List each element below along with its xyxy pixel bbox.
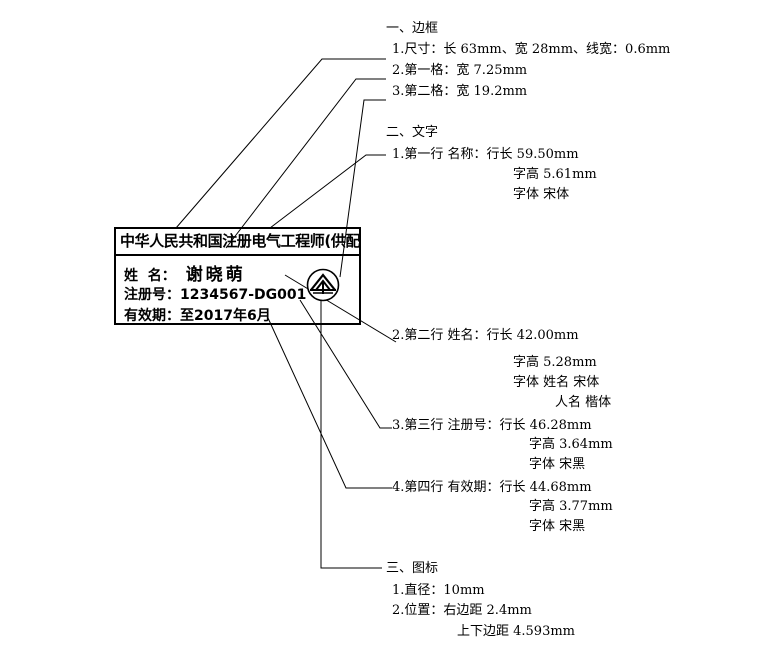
valid-value: 至2017年6月 — [180, 308, 271, 324]
reg-label: 注册号： — [124, 287, 180, 303]
section2-heading: 二、文字 — [386, 125, 439, 140]
s2-row1-font: 字体 宋体 — [513, 187, 570, 202]
s1-item3: 3.第二格：宽 19.2mm — [392, 84, 528, 99]
s2-row2-font: 字体 姓名 宋体 — [513, 375, 600, 390]
leader-row3 — [299, 299, 392, 429]
s3-item1: 1.直径：10mm — [392, 583, 485, 598]
leader-border-size — [175, 58, 386, 229]
stamp-valid-row: 有效期：至2017年6月 — [124, 305, 271, 325]
leader-first-cell — [225, 78, 386, 249]
s1-item2: 2.第一格：宽 7.25mm — [392, 63, 528, 78]
reg-value: 1234567-DG001 — [180, 287, 307, 303]
name-label: 姓 名： — [124, 268, 176, 284]
s2-row4-height: 字高 3.77mm — [529, 499, 613, 514]
s2-row3-height: 字高 3.64mm — [529, 437, 613, 452]
name-value: 谢晓萌 — [185, 265, 246, 285]
s2-row3-label: 3.第三行 注册号：行长 46.28mm — [392, 418, 592, 433]
section1-heading: 一、边框 — [386, 21, 439, 36]
s3-item3: 上下边距 4.593mm — [457, 624, 576, 639]
s2-row1-height: 字高 5.61mm — [513, 167, 597, 182]
registration-stamp: 中华人民共和国注册电气工程师(供配电) 姓 名： 谢晓萌 注册号：1234567-… — [114, 227, 361, 325]
s2-row1-label: 1.第一行 名称：行长 59.50mm — [392, 147, 579, 162]
leader-logo — [320, 299, 382, 569]
s2-row2-label: 2.第二行 姓名：行长 42.00mm — [392, 328, 579, 343]
s2-row3-font: 字体 宋黑 — [529, 457, 586, 472]
leader-second-cell — [339, 99, 386, 278]
leader-row4 — [267, 317, 392, 489]
stamp-name-row: 姓 名： 谢晓萌 — [124, 260, 246, 285]
section3-heading: 三、图标 — [386, 561, 439, 576]
s1-item1: 1.尺寸：长 63mm、宽 28mm、线宽：0.6mm — [392, 42, 671, 57]
s2-row2-height: 字高 5.28mm — [513, 355, 597, 370]
stamp-reg-row: 注册号：1234567-DG001 — [124, 284, 306, 304]
s2-row2-font2: 人名 楷体 — [555, 395, 612, 410]
leader-row2 — [284, 274, 397, 343]
valid-label: 有效期： — [124, 308, 180, 324]
s2-row4-label: 4.第四行 有效期：行长 44.68mm — [392, 480, 592, 495]
leader-row1 — [269, 154, 386, 229]
electric-engineer-logo-icon — [306, 268, 340, 302]
s2-row4-font: 字体 宋黑 — [529, 519, 586, 534]
stamp-title: 中华人民共和国注册电气工程师(供配电) — [116, 229, 359, 256]
s3-item2: 2.位置：右边距 2.4mm — [392, 603, 532, 618]
